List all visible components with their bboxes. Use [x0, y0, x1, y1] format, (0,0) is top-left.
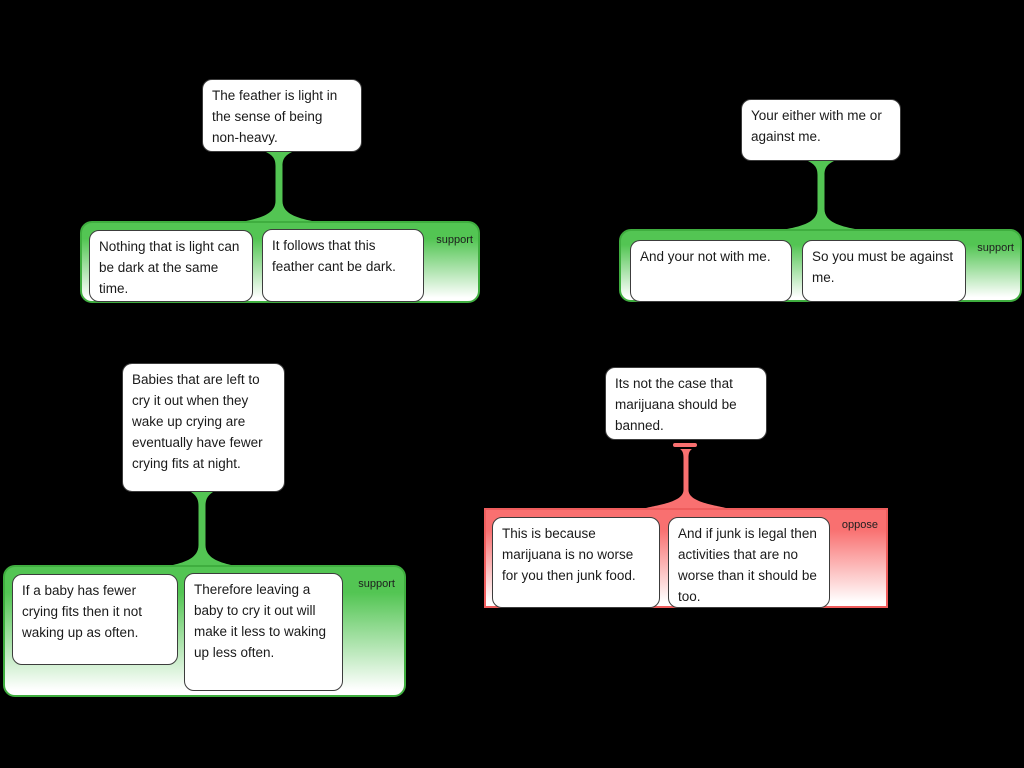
- panel-label: support: [977, 242, 1014, 254]
- panel-label: oppose: [841, 519, 878, 531]
- support-panel[interactable]: support And your not with me. So you mus…: [619, 229, 1022, 302]
- premise-box[interactable]: If a baby has fewer crying fits then it …: [12, 574, 178, 665]
- panel-label: support: [436, 234, 473, 246]
- premise-box[interactable]: Therefore leaving a baby to cry it out w…: [184, 573, 343, 691]
- claim-box[interactable]: Babies that are left to cry it out when …: [122, 363, 285, 492]
- premise-box[interactable]: And your not with me.: [630, 240, 792, 302]
- premise-box[interactable]: This is because marijuana is no worse fo…: [492, 517, 660, 608]
- oppose-connector: [646, 449, 726, 508]
- premise-box[interactable]: And if junk is legal then activities tha…: [668, 517, 830, 608]
- support-connector: [787, 161, 855, 229]
- support-panel[interactable]: support If a baby has fewer crying fits …: [3, 565, 406, 697]
- claim-box[interactable]: Its not the case that marijuana should b…: [605, 367, 767, 440]
- premise-box[interactable]: Nothing that is light can be dark at the…: [89, 230, 253, 302]
- support-connector: [173, 492, 231, 565]
- support-connector: [246, 152, 312, 221]
- premise-box[interactable]: It follows that this feather cant be dar…: [262, 229, 424, 302]
- claim-box[interactable]: Your either with me or against me.: [741, 99, 901, 161]
- premise-box[interactable]: So you must be against me.: [802, 240, 966, 302]
- panel-label: support: [358, 578, 395, 590]
- claim-box[interactable]: The feather is light in the sense of bei…: [202, 79, 362, 152]
- oppose-connector-bar: [673, 443, 697, 447]
- oppose-panel[interactable]: oppose This is because marijuana is no w…: [484, 508, 888, 608]
- support-panel[interactable]: support Nothing that is light can be dar…: [80, 221, 480, 303]
